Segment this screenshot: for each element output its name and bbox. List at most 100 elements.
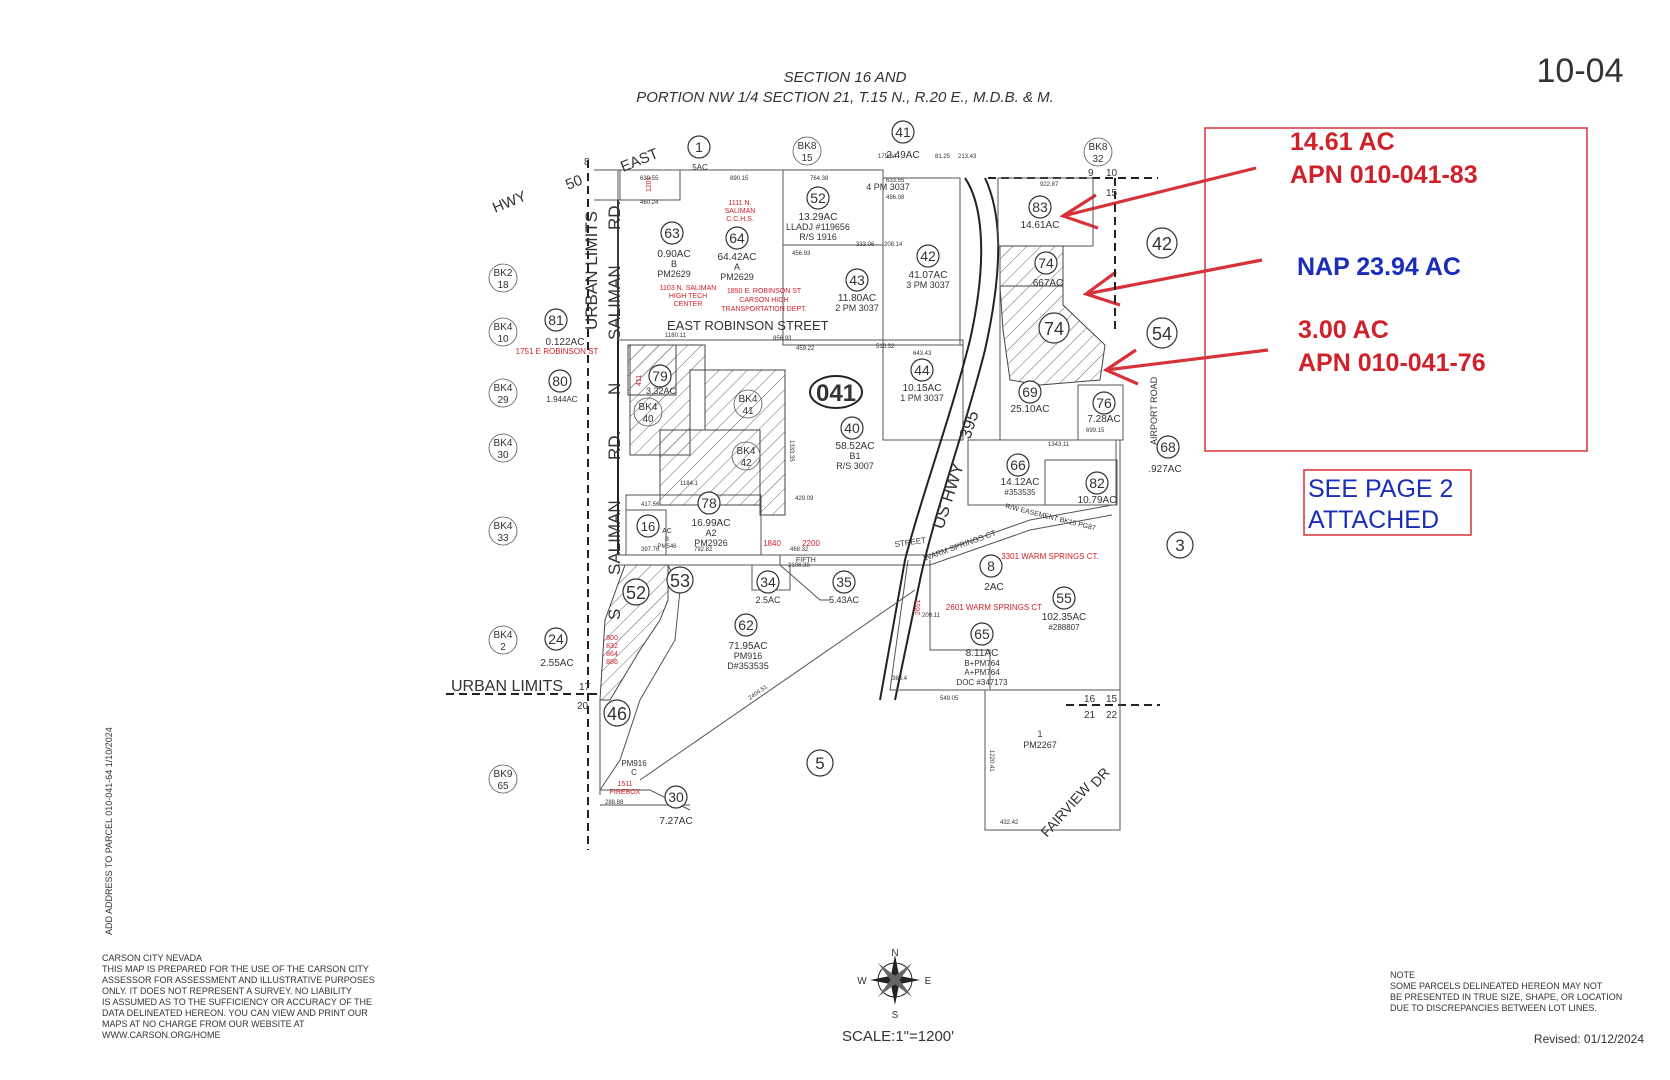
- nap-label: NAP 23.94 AC: [1297, 253, 1461, 281]
- urban-limits-vertical: URBAN LIMITS: [582, 211, 601, 330]
- parcel-34-num: 34: [760, 574, 776, 590]
- parcel-66-l1: #353535: [1004, 488, 1036, 497]
- parcel-62-area: 71.95AC: [729, 641, 768, 652]
- parcel-8-num: 8: [987, 558, 995, 574]
- svg-text:8: 8: [584, 157, 590, 168]
- see-page-line1: SEE PAGE 2: [1308, 475, 1453, 503]
- east-robinson-label: EAST ROBINSON STREET: [667, 318, 829, 333]
- street-label: STREET: [894, 536, 927, 549]
- parcel-1-area: 5AC: [692, 163, 708, 172]
- svg-text:468.32: 468.32: [790, 547, 809, 553]
- revised-date: Revised: 01/12/2024: [1534, 1032, 1644, 1046]
- svg-text:CENTER: CENTER: [674, 301, 703, 308]
- parcel-44-num: 44: [914, 362, 930, 378]
- parcel-69-num: 69: [1022, 384, 1038, 400]
- scale-label: SCALE:1"=1200': [842, 1028, 954, 1045]
- address-labels: 1111 N. SALIMAN C.C.H.S. 1103 N. SALIMAN…: [606, 176, 922, 796]
- parcel-16-l2: PM546: [657, 544, 677, 550]
- bk4-40-a: BK4: [639, 402, 658, 413]
- parcel-80-num: 80: [552, 373, 568, 389]
- parcel-74-area: 667AC: [1033, 278, 1064, 289]
- svg-text:HIGH TECH: HIGH TECH: [669, 293, 707, 300]
- airport-road-label: AIRPORT ROAD: [1149, 376, 1159, 445]
- bk4-41-a: BK4: [739, 394, 758, 405]
- parcel-lines: [594, 169, 1124, 831]
- svg-text:388.4: 388.4: [892, 676, 908, 682]
- pm916c-l2: C: [631, 768, 637, 777]
- parcel-43-l1: 2 PM 3037: [835, 303, 879, 313]
- svg-text:417.56: 417.56: [641, 502, 660, 508]
- bk4-29-b: 29: [497, 395, 509, 406]
- svg-text:459.22: 459.22: [796, 346, 815, 352]
- parcel-66-num: 66: [1010, 457, 1026, 473]
- parcel-8-area: 2AC: [984, 582, 1003, 593]
- parcel-35-num: 35: [836, 574, 852, 590]
- parcel-82-num: 82: [1089, 475, 1105, 491]
- bk9-65-b: 65: [497, 781, 509, 792]
- parcel-63-num: 63: [664, 225, 680, 241]
- bk4-40-b: 40: [642, 414, 654, 425]
- svg-text:ASSESSOR FOR ASSESSMENT AND IL: ASSESSOR FOR ASSESSMENT AND ILLUSTRATIVE…: [102, 975, 375, 985]
- svg-text:856.93: 856.93: [773, 336, 792, 342]
- rd-mid: RD.: [605, 431, 624, 460]
- parcel-74-num: 74: [1038, 255, 1054, 271]
- parcel-64-l1: A: [734, 262, 740, 272]
- parcel-16-l1: B: [665, 537, 669, 543]
- parcel-42-area: 41.07AC: [909, 270, 948, 281]
- svg-text:FIREBOX: FIREBOX: [610, 789, 641, 796]
- parcel-65-l2: A+PM764: [964, 668, 1000, 677]
- parcel-81-addr: 1751 E ROBINSON ST: [516, 347, 599, 356]
- parcel-65-l1: B+PM764: [964, 659, 1000, 668]
- bk4-42-a: BK4: [737, 446, 756, 457]
- fairview-label: FAIRVIEW: [1037, 779, 1094, 840]
- east-label: EAST: [618, 145, 661, 175]
- box2-acres: 3.00 AC: [1298, 316, 1389, 344]
- bk4-2-b: 2: [500, 642, 506, 653]
- svg-text:CARSON CITY NEVADA: CARSON CITY NEVADA: [102, 953, 202, 963]
- parcel-62-num: 62: [738, 617, 754, 633]
- svg-text:456.93: 456.93: [792, 251, 811, 257]
- rd-top: RD.: [605, 201, 624, 230]
- bk4-2-a: BK4: [494, 630, 513, 641]
- bk4-10-b: 10: [497, 334, 509, 345]
- svg-text:ONLY. IT DOES NOT REPRESENT A: ONLY. IT DOES NOT REPRESENT A SURVEY. NO…: [102, 986, 352, 996]
- svg-text:N: N: [891, 948, 898, 959]
- n-label: N: [605, 383, 624, 395]
- svg-text:432.42: 432.42: [1000, 820, 1019, 826]
- parcel-82-area: 10.79AC: [1078, 495, 1117, 506]
- svg-text:1343.11: 1343.11: [1048, 442, 1070, 448]
- svg-text:333.06: 333.06: [856, 242, 875, 248]
- dr-label: DR: [1087, 764, 1112, 790]
- map-title-line1: SECTION 16 AND: [784, 69, 907, 86]
- svg-text:800: 800: [606, 635, 618, 642]
- svg-text:2200: 2200: [802, 539, 820, 548]
- svg-text:460.24: 460.24: [640, 200, 659, 206]
- svg-text:699.15: 699.15: [1086, 428, 1105, 434]
- svg-text:1111 N.: 1111 N.: [729, 200, 752, 207]
- bk4-30-a: BK4: [494, 438, 513, 449]
- svg-text:15: 15: [1106, 694, 1118, 705]
- svg-text:DATA DELINEATED HEREON. YOU CA: DATA DELINEATED HEREON. YOU CAN VIEW AND…: [102, 1008, 368, 1018]
- bk4-33-b: 33: [497, 533, 509, 544]
- svg-text:C.C.H.S.: C.C.H.S.: [726, 216, 754, 223]
- svg-text:1180.11: 1180.11: [665, 333, 686, 339]
- svg-text:NOTE: NOTE: [1390, 970, 1415, 980]
- side-note: ADD ADDRESS TO PARCEL 010-041-64 1/10/20…: [104, 727, 114, 935]
- parcel-34-area: 2.5AC: [755, 595, 781, 605]
- svg-text:9: 9: [1088, 168, 1094, 179]
- parcel-64-area: 64.42AC: [718, 252, 757, 263]
- svg-text:209.11: 209.11: [922, 613, 941, 619]
- book-number: 041: [816, 380, 856, 407]
- svg-text:15: 15: [1106, 188, 1118, 199]
- parcel-40-num: 40: [844, 420, 860, 436]
- parcel-43-num: 43: [849, 272, 865, 288]
- parcel-35-area: 5.43AC: [829, 595, 860, 605]
- parcel-41-area: 2.49AC: [886, 150, 919, 161]
- svg-text:549.05: 549.05: [940, 696, 959, 702]
- parcel-63-l2: PM2629: [657, 269, 691, 279]
- parcel-44-l1: 1 PM 3037: [900, 393, 944, 403]
- parcel-52n-area: 13.29AC: [799, 212, 838, 223]
- parcel-63-area: 0.90AC: [657, 249, 690, 260]
- svg-text:864: 864: [606, 651, 618, 658]
- svg-text:20: 20: [577, 701, 589, 712]
